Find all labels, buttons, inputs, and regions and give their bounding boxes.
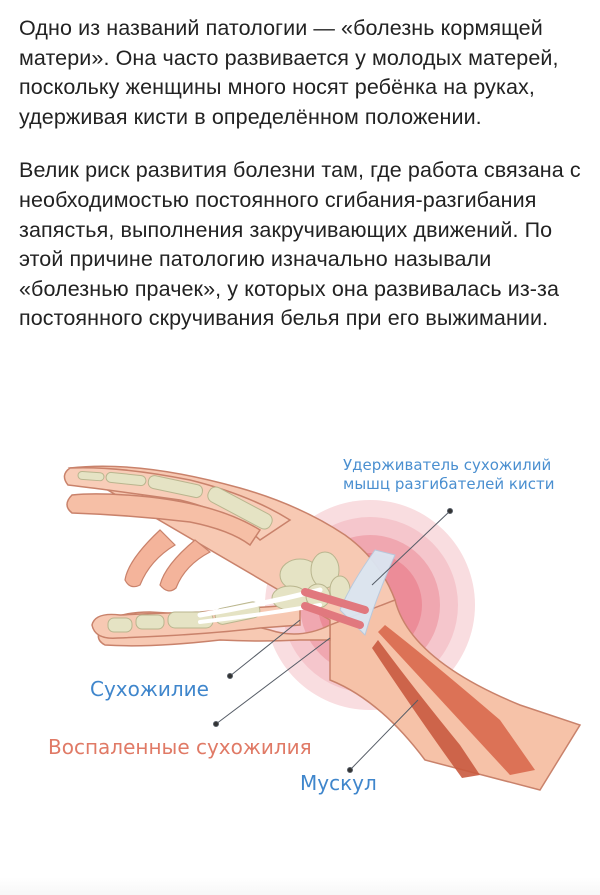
label-retinaculum-line2: мышц разгибателей кисти: [343, 475, 555, 493]
finger-bones: [77, 470, 351, 633]
label-extensor-retinaculum: Удерживатель сухожилий мышц разгибателей…: [343, 456, 554, 494]
curled-finger-2: [159, 539, 212, 592]
label-retinaculum-line1: Удерживатель сухожилий: [343, 456, 552, 474]
label-inflamed-tendons: Воспаленные сухожилия: [48, 735, 312, 759]
middle-finger: [66, 493, 262, 547]
wrist-illustration: Удерживатель сухожилий мышц разгибателей…: [0, 440, 600, 820]
hand-wrist-drawing: [63, 465, 582, 791]
paragraph-2: Велик риск развития болезни там, где раб…: [19, 158, 581, 331]
curled-finger-1: [124, 529, 176, 588]
label-muscle: Мускул: [300, 771, 377, 795]
leader-lines: [213, 508, 453, 773]
label-tendon: Сухожилие: [90, 677, 209, 701]
retinaculum-band: [339, 549, 396, 636]
tendons: [197, 587, 369, 629]
paragraph-1: Одно из названий патологии — «болезнь ко…: [19, 16, 559, 129]
forearm-muscles: [372, 625, 535, 778]
article-body: Одно из названий патологии — «болезнь ко…: [19, 14, 589, 358]
bottom-fade: [0, 877, 600, 895]
